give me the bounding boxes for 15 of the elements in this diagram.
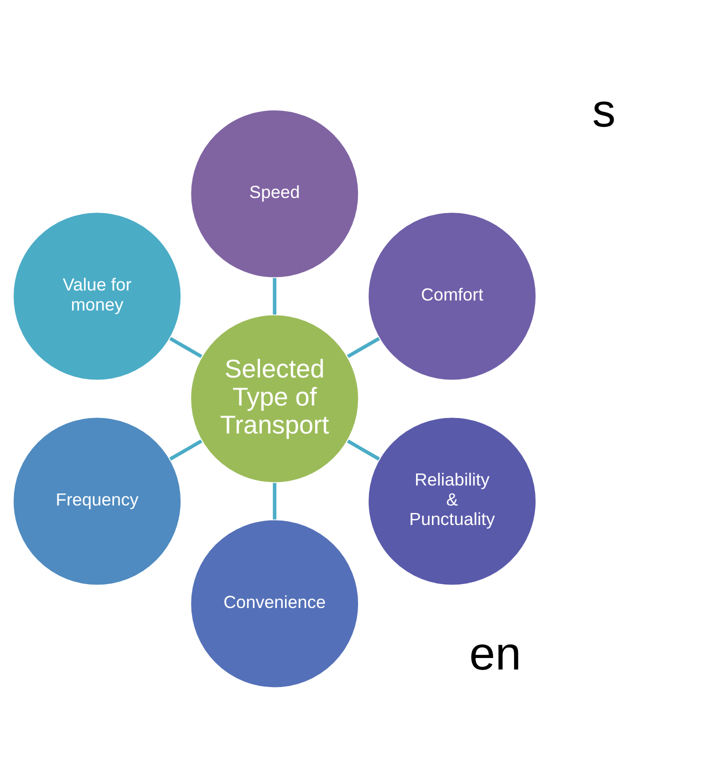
node-circle: Reliability & Punctuality bbox=[367, 416, 537, 586]
connector bbox=[272, 483, 276, 520]
connector bbox=[169, 336, 202, 358]
connector bbox=[169, 440, 202, 461]
node-circle: Convenience bbox=[190, 519, 360, 688]
label: en bbox=[469, 628, 522, 680]
node-circle: Comfort bbox=[367, 212, 537, 381]
connector bbox=[346, 440, 380, 461]
node-circle: Speed bbox=[190, 109, 360, 278]
connector bbox=[272, 278, 276, 314]
node-circle: Selected Type of Transport bbox=[190, 314, 360, 484]
connector bbox=[346, 336, 380, 358]
node-circle: Value for money bbox=[12, 212, 182, 381]
node-circle: Frequency bbox=[12, 416, 182, 586]
label: s bbox=[592, 84, 616, 137]
